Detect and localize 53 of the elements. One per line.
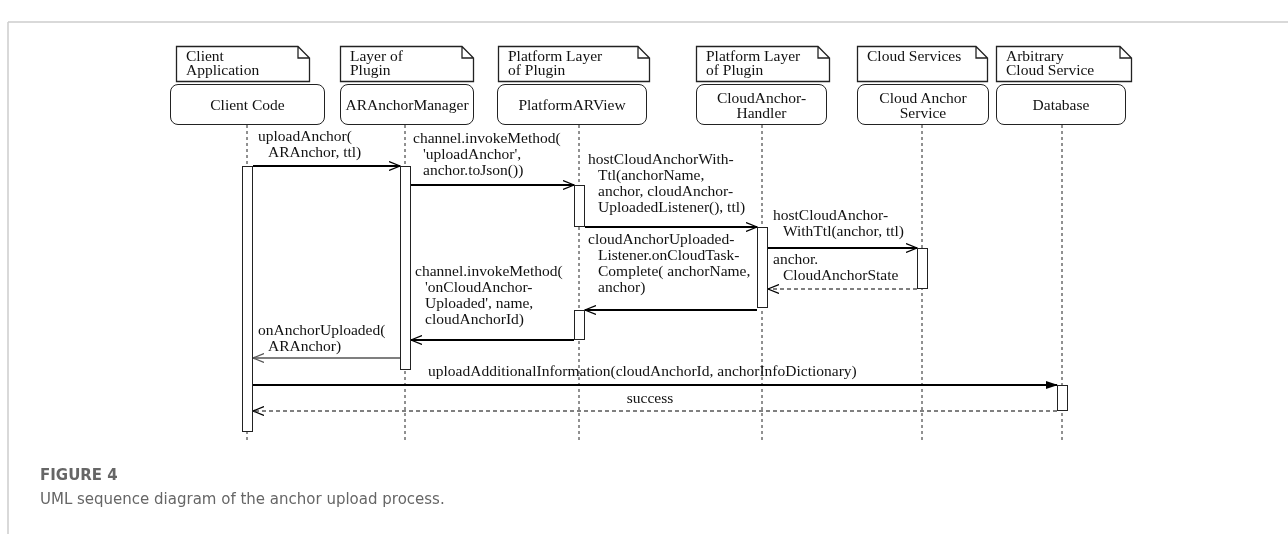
lifeline-head-box: [170, 84, 325, 125]
lifeline-head-box: [857, 84, 989, 125]
participant-name: CloudAnchor-Handler: [715, 89, 808, 120]
message-label: success: [625, 390, 675, 406]
message-label: uploadAdditionalInformation(cloudAnchorId, anchorInfoDictionary): [428, 363, 858, 379]
message-arrow: [252, 352, 401, 364]
message-arrow: [584, 304, 758, 316]
participant-name: Database: [1032, 97, 1090, 112]
lifeline-head-box: [340, 84, 474, 125]
message-label: cloudAnchorUploaded-Listener.onCloudTask-Complete( anchorName, anchor): [588, 231, 752, 295]
lifeline-head-box: [696, 84, 827, 125]
lifeline-head-box: [497, 84, 647, 125]
note-box: [340, 46, 474, 82]
message-arrow: [252, 405, 1058, 417]
message-arrow: [767, 242, 918, 254]
note-text: Arbitrary Cloud Service: [1006, 49, 1096, 77]
note-text: Client Application: [186, 49, 261, 77]
message-arrow: [584, 221, 758, 233]
figure-caption: UML sequence diagram of the anchor upload process.: [40, 490, 445, 508]
participant-name: PlatformARView: [518, 97, 626, 112]
message-label: uploadAnchor( ARAnchor, ttl): [258, 128, 363, 160]
activation-bar: [574, 310, 585, 340]
note-text: Platform Layer of Plugin: [508, 49, 603, 77]
note-box: [176, 46, 310, 82]
activation-bar: [574, 185, 585, 227]
note-box: [696, 46, 830, 82]
note-text: Platform Layer of Plugin: [706, 49, 801, 77]
message-label: hostCloudAnchorWith-Ttl(anchorName, anchor, cloudAnchor-UploadedListener(), ttl): [588, 151, 747, 215]
message-label: hostCloudAnchor-WithTtl(anchor, ttl): [773, 207, 905, 239]
message-label: channel.invokeMethod( 'uploadAnchor', anchor.toJson()): [413, 130, 562, 178]
note-box: [498, 46, 650, 82]
message-label: channel.invokeMethod( 'onCloudAnchor-Uploaded', name, cloudAnchorId): [415, 263, 564, 327]
message-arrow: [252, 381, 1058, 389]
note-text: Cloud Services: [867, 49, 962, 63]
activation-bar: [757, 227, 768, 308]
activation-bar: [917, 248, 928, 289]
message-arrow: [767, 283, 918, 295]
message-label: anchor. CloudAnchorState: [773, 251, 900, 283]
lifeline-head-box: [996, 84, 1126, 125]
participant-name: Client Code: [210, 97, 285, 112]
note-box: [857, 46, 988, 82]
note-box: [996, 46, 1132, 82]
participant-name: ARAnchorManager: [345, 97, 469, 112]
note-text: Layer of Plugin: [350, 49, 404, 77]
activation-bar: [242, 166, 253, 432]
message-arrow: [252, 160, 401, 172]
activation-bar: [400, 166, 411, 370]
message-arrow: [410, 179, 575, 191]
activation-bar: [1057, 385, 1068, 411]
figure-title: FIGURE 4: [40, 466, 118, 484]
message-arrow: [410, 334, 575, 346]
message-label: onAnchorUploaded( ARAnchor): [258, 322, 387, 354]
participant-name: Cloud Anchor Service: [878, 89, 968, 120]
